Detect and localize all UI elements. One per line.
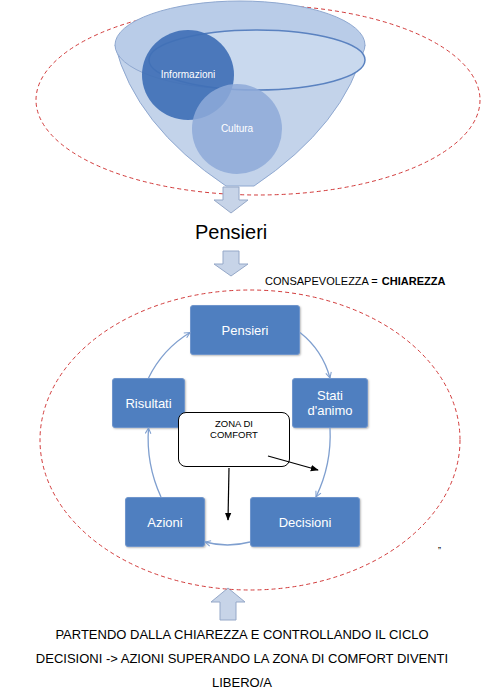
dashed-ellipse (36, 5, 480, 195)
block-arrow-down (214, 251, 248, 276)
cycle-arrow (148, 428, 161, 497)
dashed-ellipse (40, 290, 460, 590)
node-text: Pensieri (222, 323, 269, 338)
node-text: Azioni (147, 515, 182, 530)
text-label: CHIAREZZA (382, 275, 446, 287)
cycle-arrow (149, 333, 191, 379)
node-text: ZONA DI COMFORT (208, 418, 260, 440)
node-text: Risultati (125, 396, 171, 411)
node-text: Stati d'animo (297, 388, 363, 418)
node-text: Decisioni (279, 515, 332, 530)
cycle-arrow (300, 333, 330, 379)
block-arrow-up (211, 588, 245, 620)
pointer-arrow (228, 468, 229, 520)
text-label: Pensieri (195, 221, 267, 244)
caption-text: PARTENDO DALLA CHIAREZZA E CONTROLLANDO … (22, 623, 462, 694)
block-arrow (211, 187, 248, 620)
block-arrow-down (214, 187, 248, 213)
comfort-zone-box: ZONA DI COMFORT (178, 412, 290, 467)
culture-circle: Cultura (192, 84, 282, 174)
pointer-arrow (268, 456, 318, 470)
text-label: CONSAPEVOLEZZA = (265, 275, 378, 287)
process-box: Risultati (112, 378, 185, 428)
node-text: Cultura (221, 123, 253, 135)
cycle-arrow (316, 428, 330, 497)
node-text: Informazioni (161, 69, 215, 81)
cycle-arrow (205, 542, 250, 545)
process-box: Azioni (125, 497, 205, 547)
process-box: Stati d'animo (292, 378, 368, 428)
process-box: Decisioni (250, 497, 360, 547)
text-label: „ (438, 540, 441, 550)
process-box: Pensieri (190, 305, 300, 355)
